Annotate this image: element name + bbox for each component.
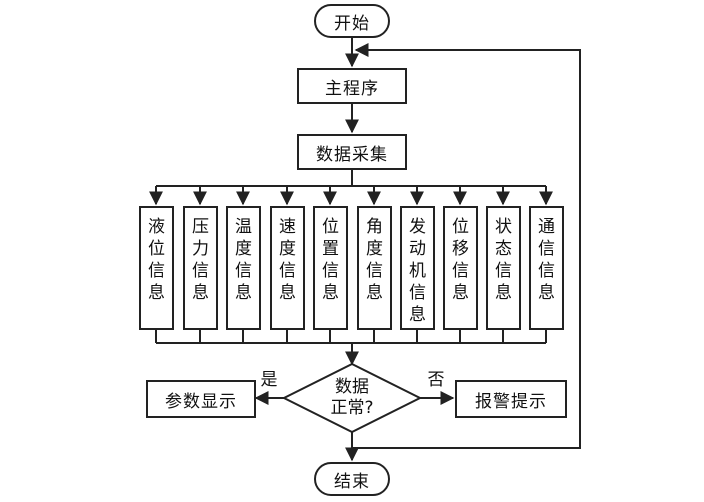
info-box-angle: 角度信息 <box>357 206 392 330</box>
decision-line1: 数据 <box>335 377 369 397</box>
info-box-position: 位置信息 <box>313 206 348 330</box>
info-label: 液位信息 <box>148 217 165 303</box>
alarm-prompt-label: 报警提示 <box>475 391 547 412</box>
info-box-pressure: 压力信息 <box>183 206 218 330</box>
info-label: 位移信息 <box>452 217 469 303</box>
end-label: 结束 <box>334 471 370 492</box>
yes-label: 是 <box>260 370 278 390</box>
info-label: 速度信息 <box>279 217 296 303</box>
data-collection-label: 数据采集 <box>316 144 388 165</box>
data-collection-box: 数据采集 <box>297 134 407 170</box>
param-display-box: 参数显示 <box>146 380 256 418</box>
info-label: 发动机信息 <box>409 217 426 325</box>
start-label: 开始 <box>334 13 370 34</box>
param-display-label: 参数显示 <box>165 391 237 412</box>
decision-line2: 正常? <box>330 398 374 418</box>
decision-text: 数据 正常? <box>312 377 392 419</box>
info-label: 通信信息 <box>538 217 555 303</box>
info-box-liquid-level: 液位信息 <box>139 206 174 330</box>
info-box-displacement: 位移信息 <box>443 206 478 330</box>
info-label: 温度信息 <box>235 217 252 303</box>
alarm-prompt-box: 报警提示 <box>455 380 567 418</box>
info-box-communication: 通信信息 <box>529 206 564 330</box>
end-terminal: 结束 <box>314 462 390 496</box>
info-box-engine: 发动机信息 <box>400 206 435 330</box>
info-box-temperature: 温度信息 <box>226 206 261 330</box>
main-program-box: 主程序 <box>297 68 407 104</box>
info-label: 状态信息 <box>495 217 512 303</box>
no-label: 否 <box>427 370 445 390</box>
main-program-label: 主程序 <box>325 78 379 99</box>
decision-diamond <box>281 362 423 434</box>
info-label: 压力信息 <box>192 217 209 303</box>
start-terminal: 开始 <box>314 4 390 38</box>
info-label: 位置信息 <box>322 217 339 303</box>
info-box-speed: 速度信息 <box>270 206 305 330</box>
info-box-status: 状态信息 <box>486 206 521 330</box>
edge-loop-back <box>352 43 581 449</box>
info-label: 角度信息 <box>366 217 383 303</box>
